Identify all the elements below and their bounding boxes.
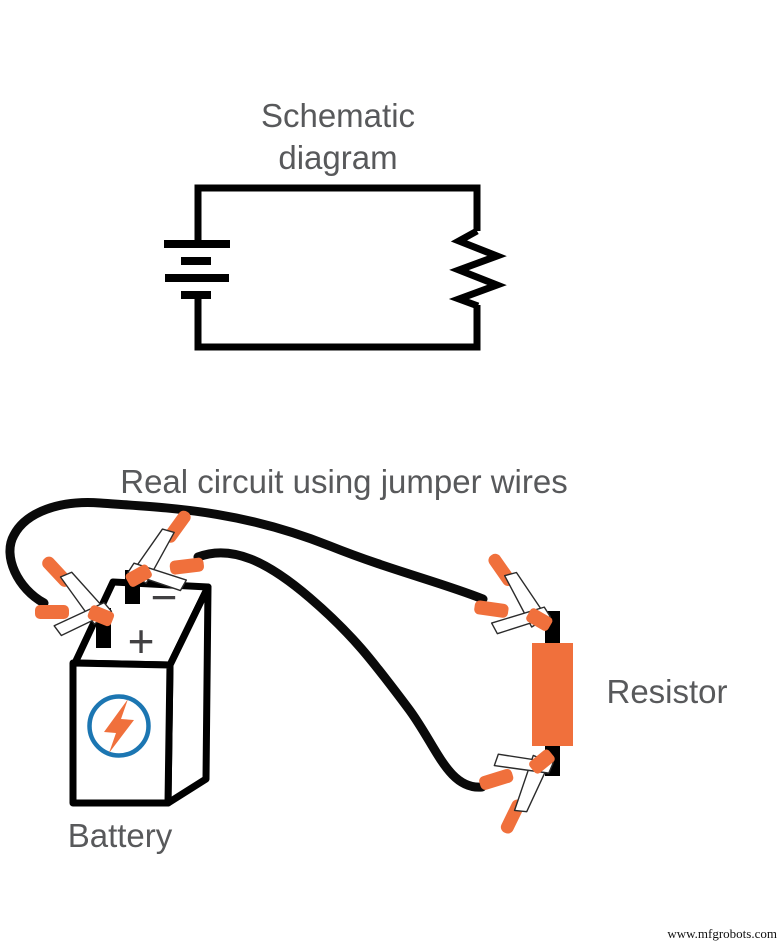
- lightning-logo: [87, 694, 151, 758]
- schematic-title-line1: Schematic: [261, 97, 415, 134]
- resistor-body: [532, 643, 573, 746]
- schematic-diagram: Schematic diagram: [164, 97, 507, 351]
- resistor-label: Resistor: [606, 673, 727, 710]
- real-circuit-caption: Real circuit using jumper wires: [120, 463, 567, 500]
- schematic-wire-top-loop: [194, 184, 481, 243]
- battery-illustration: + −: [69, 570, 212, 807]
- resistor-illustration: [532, 611, 573, 776]
- real-circuit-illustration: Real circuit using jumper wires + −: [5, 463, 728, 854]
- lightning-bolt-icon: [104, 699, 134, 753]
- jumper-wire-negative: [193, 548, 487, 792]
- watermark: www.mfgrobots.com: [667, 926, 777, 941]
- alligator-clip-resistor-bottom: [465, 730, 579, 840]
- schematic-wire-bottom-loop: [194, 295, 481, 351]
- battery-symbol: [164, 240, 230, 299]
- plus-sign: +: [128, 615, 155, 667]
- schematic-title-line2: diagram: [278, 139, 397, 176]
- resistor-symbol: [448, 227, 507, 310]
- jumper-wire-positive: [5, 498, 488, 608]
- battery-label: Battery: [68, 817, 173, 854]
